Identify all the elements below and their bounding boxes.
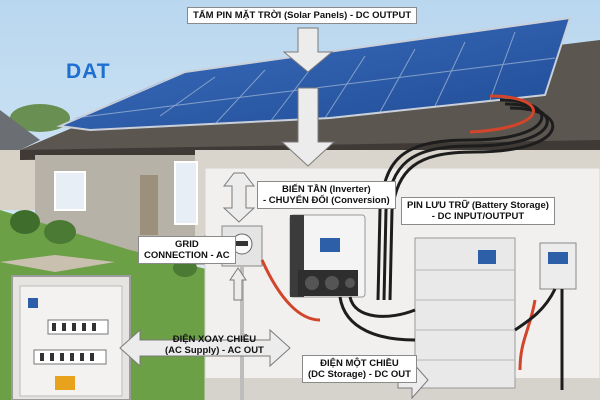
inverter-unit: [289, 214, 366, 298]
battery-stack: [414, 237, 516, 389]
bush: [10, 210, 40, 234]
label-grid-line2: CONNECTION - AC: [144, 250, 230, 261]
ac-cables: [260, 259, 537, 371]
label-inverter-line2: - CHUYỂN ĐỔI (Conversion): [263, 195, 390, 206]
neighbour-roof: [0, 110, 40, 160]
solar-panels: [56, 16, 572, 132]
label-dc: ĐIỆN MỘT CHIỀU (DC Storage) - DC OUT: [302, 355, 417, 383]
arrow-ac-double: [119, 328, 291, 368]
label-grid: GRID CONNECTION - AC: [138, 236, 236, 264]
arrow-down-inverter: [280, 87, 336, 167]
label-solar-panels-text: TẤM PIN MẶT TRỜI (Solar Panels) - DC OUT…: [193, 10, 412, 21]
bush: [44, 220, 76, 244]
door: [140, 175, 158, 235]
label-ac-line2: (AC Supply) - AC OUT: [165, 345, 264, 356]
dc-cables: [376, 98, 555, 301]
label-dc-line2: (DC Storage) - DC OUT: [308, 369, 411, 380]
arrow-down-solar: [282, 27, 334, 73]
arrow-up-meter: [229, 267, 247, 301]
label-battery-line1: PIN LƯU TRỮ (Battery Storage): [407, 200, 549, 211]
label-solar-panels: TẤM PIN MẶT TRỜI (Solar Panels) - DC OUT…: [187, 7, 418, 24]
path: [0, 255, 115, 272]
neighbour-house: [0, 150, 38, 210]
label-battery-line2: - DC INPUT/OUTPUT: [431, 211, 525, 222]
label-ac-line1: ĐIỆN XOAY CHIỀU: [172, 334, 257, 345]
label-grid-line1: GRID: [174, 239, 199, 250]
charge-controller: [539, 242, 577, 290]
company-logo: DAT: [66, 60, 111, 83]
window-left: [54, 171, 86, 211]
label-inverter-line1: BIẾN TẦN (Inverter): [282, 184, 371, 195]
label-inverter: BIẾN TẦN (Inverter) - CHUYỂN ĐỔI (Conver…: [257, 181, 396, 209]
arrow-vertical-left: [222, 172, 256, 223]
label-dc-line1: ĐIỆN MỘT CHIỀU: [320, 358, 399, 369]
trees: [10, 104, 70, 132]
label-battery: PIN LƯU TRỮ (Battery Storage) - DC INPUT…: [401, 197, 555, 225]
dc-cables-lower: [338, 288, 564, 390]
dc-cables-red: [469, 94, 535, 134]
window-mid: [174, 161, 198, 225]
breaker-panel: [11, 275, 131, 400]
label-ac: ĐIỆN XOAY CHIỀU (AC Supply) - AC OUT: [160, 332, 269, 358]
